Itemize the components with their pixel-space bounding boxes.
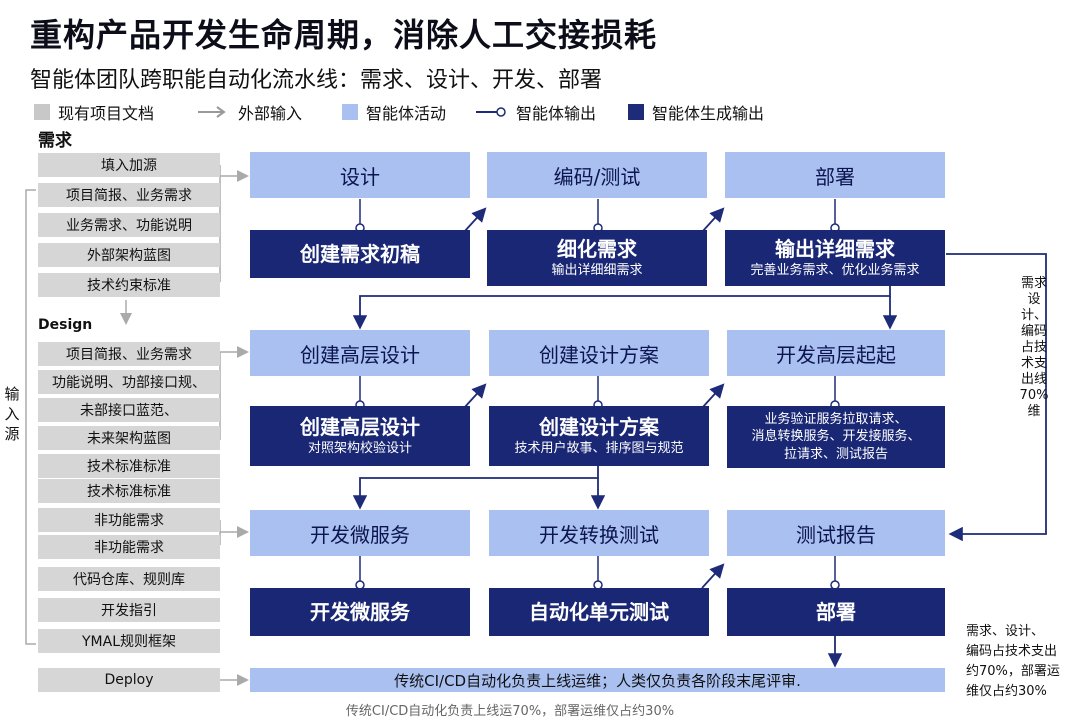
output-title: 创建高层设计 [300, 414, 420, 439]
doc-item-deploy: Deploy [38, 668, 220, 692]
doc-item: 技术约束标准 [38, 273, 220, 297]
activity-box: 编码/测试 [487, 152, 707, 198]
output-title: 创建设计方案 [539, 414, 659, 439]
page-subtitle: 智能体团队跨职能自动化流水线：需求、设计、开发、部署 [30, 68, 603, 93]
dark-swatch-icon [628, 104, 644, 120]
legend-external-input: 外部输入 [196, 100, 302, 124]
activity-box: 测试报告 [727, 510, 945, 556]
doc-item: 项目简报、业务需求 [38, 183, 220, 207]
output-box: 部署 [727, 588, 945, 636]
connector-node-icon [476, 107, 506, 117]
legend-agent-activity: 智能体活动 [342, 100, 446, 124]
doc-item: 技术标准标准 [38, 479, 220, 503]
activity-box: 创建设计方案 [489, 330, 709, 376]
legend-agent-generated: 智能体生成输出 [628, 100, 764, 124]
doc-item: 非功能需求 [38, 535, 220, 559]
legend-agent-output: 智能体输出 [474, 100, 596, 124]
output-subtitle: 对照架构校验设计 [307, 440, 412, 456]
legend-existing-docs: 现有项目文档 [34, 100, 154, 124]
doc-item: 非功能需求 [38, 508, 220, 532]
doc-item: 代码仓库、规则库 [38, 567, 220, 591]
light-swatch-icon [342, 104, 358, 120]
side-note: 需求、设计、 编码占技术支出 约70%，部署运 维仅占约30% [966, 624, 1060, 699]
section-requirements-label: 需求 [38, 131, 72, 151]
output-subtitle: 技术用户故事、排序图与规范 [514, 440, 684, 456]
output-box: 细化需求 输出详细细需求 [487, 230, 707, 286]
output-box: 自动化单元测试 [489, 588, 709, 636]
doc-item: 项目简报、业务需求 [38, 342, 220, 366]
output-subtitle: 业务验证服务拉取请求、 消息转换服务、开发接服务、 拉请求、测试报告 [751, 411, 921, 462]
output-box: 输出详细需求 完善业务需求、优化业务需求 [725, 230, 945, 286]
output-subtitle: 完善业务需求、优化业务需求 [750, 262, 920, 278]
input-source-label: 输入源 [4, 385, 20, 443]
doc-item: 未来架构蓝图 [38, 426, 220, 450]
deploy-bar: 传统CI/CD自动化负责上线运维；人类仅负责各阶段末尾评审. [250, 668, 945, 692]
doc-item: 技术标准标准 [38, 454, 220, 478]
output-box: 创建设计方案 技术用户故事、排序图与规范 [489, 406, 709, 466]
output-title: 输出详细需求 [775, 236, 895, 261]
output-title: 开发微服务 [310, 599, 410, 624]
activity-box: 开发转换测试 [489, 510, 709, 556]
doc-item: 开发指引 [38, 598, 220, 622]
doc-item: 功能说明、功部接口规、 [38, 370, 220, 394]
output-box: 开发微服务 [250, 588, 470, 636]
activity-box: 创建高层设计 [250, 330, 470, 376]
output-title: 自动化单元测试 [529, 599, 669, 624]
page-title: 重构产品开发生命周期，消除人工交接损耗 [30, 16, 658, 54]
output-title: 部署 [816, 599, 856, 624]
doc-item: 外部架构蓝图 [38, 243, 220, 267]
output-title: 创建需求初稿 [300, 241, 420, 266]
output-box: 创建需求初稿 [250, 230, 470, 278]
output-title: 细化需求 [557, 236, 637, 261]
output-subtitle: 输出详细细需求 [551, 262, 643, 278]
section-design-label: Design [38, 317, 93, 333]
activity-box: 部署 [725, 152, 945, 198]
arrow-right-icon [198, 106, 226, 118]
footnote: 传统CI/CD自动化负责上线运70%，部署运维仅占约30% [345, 704, 675, 719]
gray-swatch-icon [34, 104, 50, 120]
doc-item: 业务需求、功能说明 [38, 213, 220, 237]
output-box: 创建高层设计 对照架构校验设计 [250, 406, 470, 466]
vertical-note: 需求 设计、 编码占技术支出线70%维 [1019, 276, 1049, 419]
activity-box: 设计 [250, 152, 470, 198]
doc-item: 填入加源 [38, 153, 220, 177]
doc-item: 未部接口蓝范、 [38, 398, 220, 422]
activity-box: 开发高层起起 [727, 330, 945, 376]
activity-box: 开发微服务 [250, 510, 470, 556]
output-box: 业务验证服务拉取请求、 消息转换服务、开发接服务、 拉请求、测试报告 [727, 406, 945, 468]
doc-item: YMAL规则框架 [38, 629, 220, 653]
